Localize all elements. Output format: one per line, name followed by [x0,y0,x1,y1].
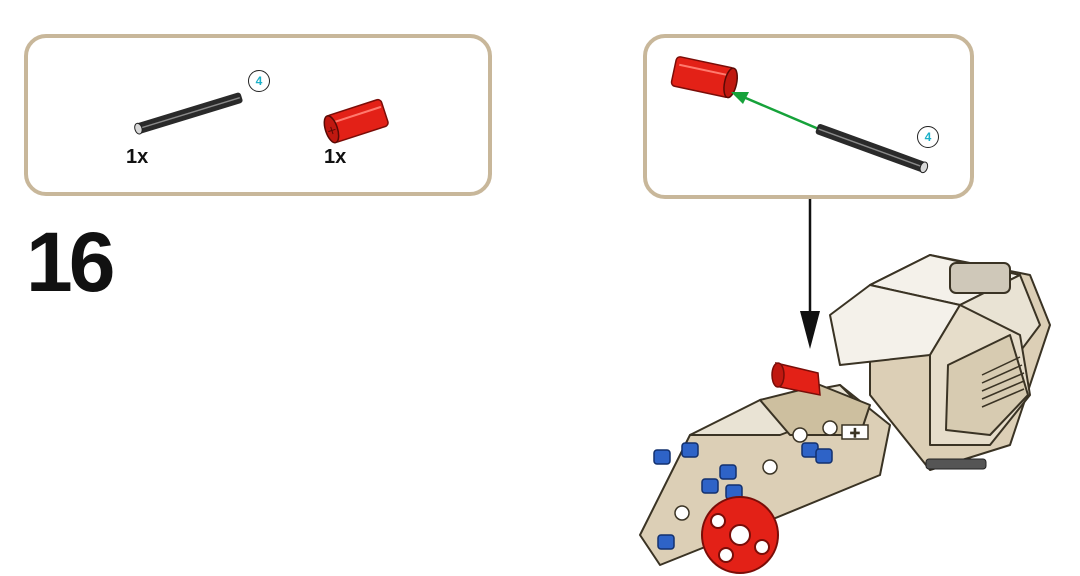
motor-assembly-model: + [639,254,1051,574]
svg-text:+: + [850,426,861,441]
step-number: 16 [26,215,115,309]
parts-list-callout: 1x 4 + 1x [24,34,492,196]
axle-connector-quantity: 1x [324,146,347,168]
motor-bottom-detail [925,458,987,470]
placement-arrow-icon [800,199,820,349]
sub-axle-icon [815,124,929,174]
axle-part-icon [134,92,243,135]
sub-axle-connector-icon [670,56,738,99]
axle-quantity: 1x [126,146,149,168]
svg-text:+: + [325,122,339,138]
large-motor-body [829,254,1051,471]
blue-pins [653,442,833,550]
sub-axle-length-badge: 4 [917,126,939,148]
sub-assembly-callout: 4 [643,34,974,199]
axle-connector-part-icon: + [323,98,389,144]
axle-length-badge: 4 [248,70,270,92]
red-hub [701,496,779,574]
insert-arrow-icon [731,92,822,132]
red-connector-placed [771,362,821,396]
